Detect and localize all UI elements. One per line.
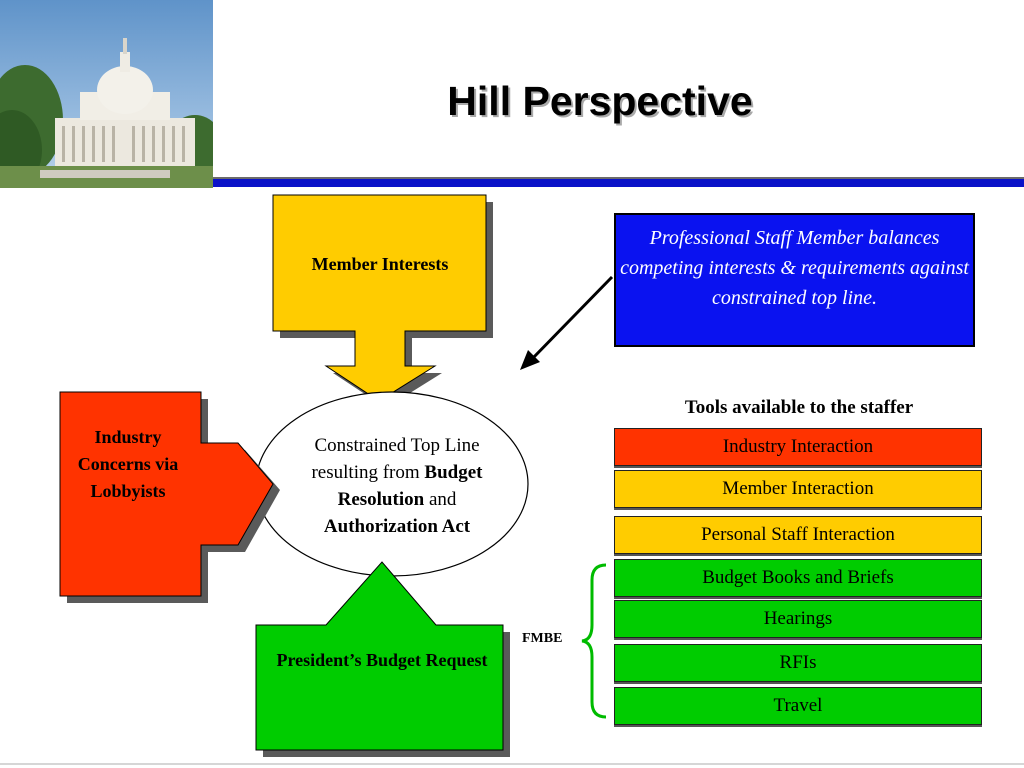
header-rule-thin bbox=[213, 177, 1024, 179]
tool-rfis: RFIs bbox=[614, 644, 982, 682]
tool-hearings: Hearings bbox=[614, 600, 982, 638]
tools-title: Tools available to the staffer bbox=[684, 397, 914, 418]
professional-staff-note: Professional Staff Member balances compe… bbox=[614, 213, 975, 347]
industry-concerns-label: Industry Concerns via Lobbyists bbox=[77, 427, 179, 501]
tool-member-interaction: Member Interaction bbox=[614, 470, 982, 508]
center-line1: Constrained Top Line bbox=[314, 435, 480, 456]
member-interests-arrow bbox=[272, 194, 487, 402]
fmbe-label: FMBE bbox=[522, 631, 563, 646]
presidents-budget-arrow bbox=[255, 561, 504, 751]
tool-personal-staff-interaction: Personal Staff Interaction bbox=[614, 516, 982, 554]
center-line4: Authorization Act bbox=[323, 516, 471, 537]
industry-concerns-arrow bbox=[59, 391, 274, 597]
header-rule-thick bbox=[213, 179, 1024, 187]
tool-travel: Travel bbox=[614, 687, 982, 725]
constrained-top-line-label: Constrained Top Line resulting from Budg… bbox=[282, 432, 512, 540]
capitol-photo bbox=[0, 0, 213, 188]
center-line3a: Resolution bbox=[337, 489, 425, 510]
member-interests-label: Member Interests bbox=[311, 254, 449, 274]
center-line2b: Budget bbox=[424, 462, 483, 483]
tool-industry-interaction: Industry Interaction bbox=[614, 428, 982, 466]
flow-diagram bbox=[59, 194, 614, 757]
center-line3b: and bbox=[428, 489, 457, 510]
fmbe-brace bbox=[581, 563, 607, 719]
center-line2a: resulting from bbox=[311, 462, 420, 483]
page-title: Hill Perspective bbox=[447, 78, 753, 124]
staff-pointer-line bbox=[530, 275, 614, 361]
tool-budget-books: Budget Books and Briefs bbox=[614, 559, 982, 597]
staff-pointer-head bbox=[520, 350, 540, 370]
presidents-budget-label: President’s Budget Request bbox=[276, 650, 488, 670]
footer-rule bbox=[0, 763, 1024, 765]
